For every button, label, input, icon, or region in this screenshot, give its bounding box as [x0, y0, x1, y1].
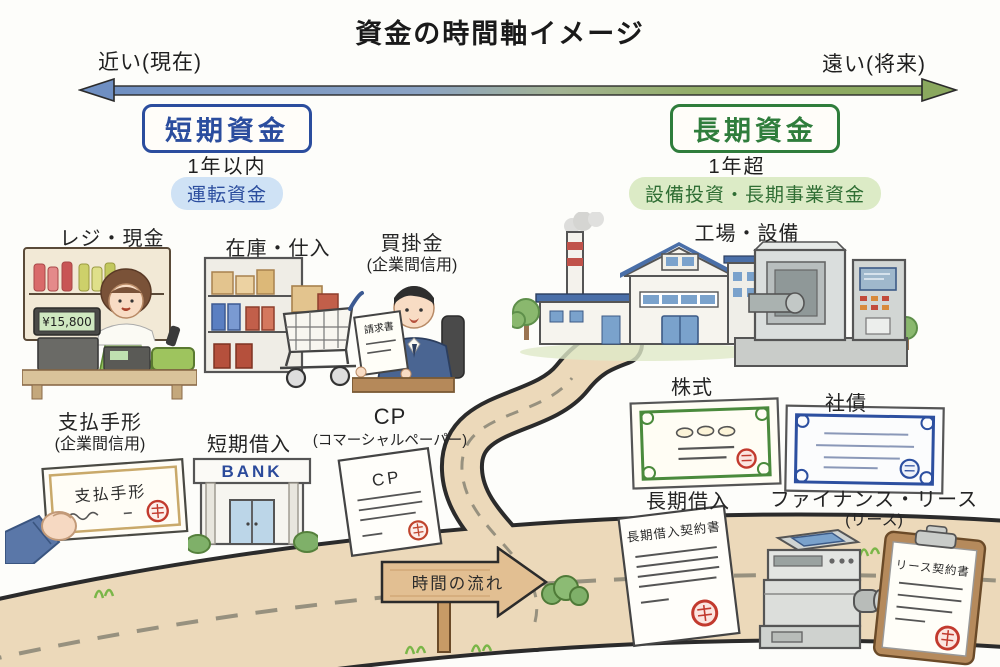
tree-icon: [512, 298, 540, 340]
shopping-cart-icon: [279, 285, 364, 389]
copier-illustration: [758, 528, 887, 650]
axis-near-label: 近い(現在): [98, 51, 202, 74]
register-display-amount: ¥15,800: [42, 315, 92, 329]
lease-sublabel: (リース): [845, 512, 903, 529]
bush-icon: [541, 575, 589, 606]
copier-screen-icon: [790, 532, 846, 547]
bush-icon: [293, 531, 318, 553]
desk-icon: [352, 377, 455, 393]
short-loan-label: 短期借入: [207, 434, 291, 456]
long-term-category-badge: 設備投資・長期事業資金: [628, 177, 882, 210]
stock-boxes-icon: [211, 269, 275, 369]
stock-certificate-illustration: [629, 397, 782, 490]
bond-label: 社債: [825, 393, 867, 415]
lease-clipboard-illustration: リース契約書: [872, 524, 987, 666]
cp-sublabel: (コマーシャルペーパー): [312, 433, 468, 449]
smoke-icon: [564, 212, 604, 234]
long-loan-document-illustration: 長期借入契約書: [617, 504, 741, 648]
bond-certificate-illustration: [784, 404, 945, 495]
grass-icon: [93, 588, 115, 599]
inventory-label: 在庫・仕入: [225, 238, 331, 260]
bank-sign-text: BANK: [221, 462, 282, 481]
clip-icon: [914, 529, 957, 549]
machine-base-icon: [734, 337, 908, 367]
bush-icon: [188, 534, 211, 554]
control-panel-icon: [851, 258, 907, 342]
invoice-title: 請求書: [363, 319, 395, 336]
bill-payable-label: 支払手形: [58, 412, 142, 434]
seal-stamp-icon: [899, 458, 920, 479]
grass-icon: [404, 644, 493, 655]
seal-stamp-icon: [408, 520, 429, 541]
page-title: 資金の時間軸イメージ: [355, 19, 645, 49]
chimney-icon: [566, 231, 584, 299]
bill-payable-illustration: 支払手形: [5, 458, 189, 564]
stock-label: 株式: [671, 377, 713, 399]
factory-illustration: [512, 212, 762, 361]
sign-label: 時間の流れ: [412, 574, 505, 593]
invoice-document-icon: 請求書: [353, 310, 409, 377]
accounts-payable-illustration: 請求書: [352, 286, 465, 393]
time-flow-sign: 時間の流れ: [380, 546, 549, 655]
short-term-category-badge: 運転資金: [170, 177, 284, 210]
factory-label: 工場・設備: [694, 223, 800, 245]
machine-illustration: [734, 241, 918, 367]
inventory-illustration: [203, 256, 364, 389]
accounts-payable-label: 買掛金: [380, 233, 444, 255]
seal-stamp-icon: [935, 625, 960, 651]
machine-body-icon: [748, 241, 847, 342]
bank-sign-board: [192, 457, 312, 485]
cash-register-illustration: ¥15,800: [22, 247, 197, 400]
axis-far-label: 遠い(将来): [822, 53, 926, 76]
promissory-note-icon: 支払手形: [41, 458, 189, 542]
seal-stamp-icon: [691, 599, 719, 627]
seal-stamp-icon: [736, 448, 757, 469]
cp-document-illustration: CP: [337, 446, 443, 558]
note-title: 支払手形: [74, 483, 147, 506]
register-label: レジ・現金: [59, 228, 165, 250]
bill-payable-sublabel: (企業間信用): [54, 436, 146, 453]
hand-icon: [5, 511, 77, 564]
bank-illustration: BANK: [188, 457, 318, 554]
factory-annex-icon: [535, 293, 635, 345]
counter-icon: [22, 369, 197, 386]
long-loan-label: 長期借入: [646, 491, 730, 513]
long-term-box: 長期資金: [670, 104, 840, 153]
accounts-payable-sublabel: (企業間信用): [366, 257, 458, 274]
sign-post-icon: [437, 601, 451, 653]
bank-doors-icon: [229, 499, 275, 545]
cp-label: CP: [373, 404, 407, 429]
sign-arrow-icon: [380, 546, 549, 619]
lease-label: ファイナンス・リース: [769, 489, 979, 511]
register-machine-icon: ¥15,800: [33, 307, 151, 371]
seal-stamp-icon: [146, 499, 169, 523]
cp-document-title: CP: [371, 467, 403, 490]
arrowhead-right-icon: [921, 77, 958, 103]
factory-main-icon: [620, 242, 738, 345]
short-term-duration: 1年以内: [187, 156, 267, 178]
short-term-box: 短期資金: [142, 104, 312, 153]
long-term-duration: 1年超: [708, 156, 766, 178]
arrowhead-left-icon: [78, 77, 115, 103]
time-axis-arrow: [78, 77, 958, 103]
